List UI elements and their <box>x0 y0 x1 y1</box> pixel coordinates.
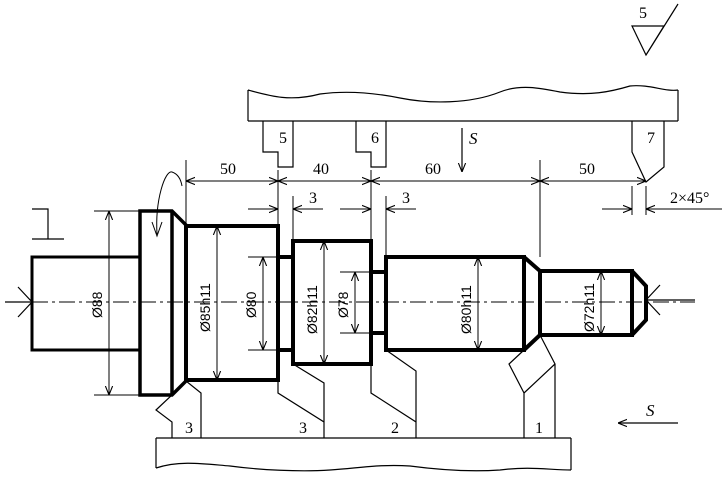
dia-d88: Ø88 <box>89 291 105 318</box>
groove-width-2: 3 <box>402 190 410 207</box>
tool-label-1: 1 <box>535 420 543 437</box>
top-feed-arrow: S <box>462 128 478 172</box>
tool-1 <box>508 334 556 438</box>
tool-3-left <box>155 380 202 438</box>
bottom-tool-holder <box>155 437 572 472</box>
dia-d82: Ø82h11 <box>304 285 320 334</box>
tool-label-5: 5 <box>279 130 287 147</box>
chamfer-mid <box>522 255 542 352</box>
bottom-feed-arrow: S <box>618 401 678 423</box>
drive-arrow <box>156 171 183 235</box>
tool-label-6: 6 <box>371 130 379 147</box>
tool-2 <box>370 349 417 438</box>
end-chamfer <box>630 269 648 337</box>
chamfer-spec: 2×45° <box>670 190 709 207</box>
groove-d80 <box>276 255 295 352</box>
left-center-point <box>5 286 33 318</box>
dia-d72: Ø72h11 <box>581 283 597 332</box>
extension-lines <box>185 160 647 257</box>
tool-label-3b: 3 <box>299 420 307 437</box>
tool-label-7: 7 <box>647 130 655 147</box>
top-feed-symbol: S <box>469 129 478 148</box>
tool-7 <box>631 121 665 183</box>
diameter-dimension-lines <box>94 210 601 396</box>
dia-d80-step: Ø80h11 <box>458 285 474 334</box>
bottom-tools <box>155 334 556 438</box>
tool-3-right <box>277 363 325 438</box>
dia-d80-groove: Ø80 <box>243 291 259 318</box>
tool-label-2: 2 <box>391 420 399 437</box>
top-tools <box>262 121 665 183</box>
dim-length-3: 60 <box>425 161 441 178</box>
right-center-point <box>645 284 695 316</box>
bottom-feed-symbol: S <box>646 401 655 420</box>
dia-d85: Ø85h11 <box>197 283 213 332</box>
tool-label-3a: 3 <box>185 420 193 437</box>
roughness-value: 5 <box>639 5 647 22</box>
tool-5 <box>262 121 294 168</box>
dim-length-4: 50 <box>579 161 595 178</box>
tool-6 <box>355 121 387 168</box>
clamp-mark <box>32 208 64 240</box>
dim-length-2: 40 <box>313 161 329 178</box>
step-d80 <box>384 255 526 352</box>
top-tool-holder <box>247 85 679 122</box>
dia-d78: Ø78 <box>335 291 351 318</box>
collar-d88 <box>138 209 188 397</box>
roughness-symbol: 5 <box>631 3 679 57</box>
workpiece-chuck-end <box>30 255 142 352</box>
groove-width-1: 3 <box>309 190 317 207</box>
axial-dimension-lines <box>186 181 722 209</box>
dim-length-1: 50 <box>220 161 236 178</box>
